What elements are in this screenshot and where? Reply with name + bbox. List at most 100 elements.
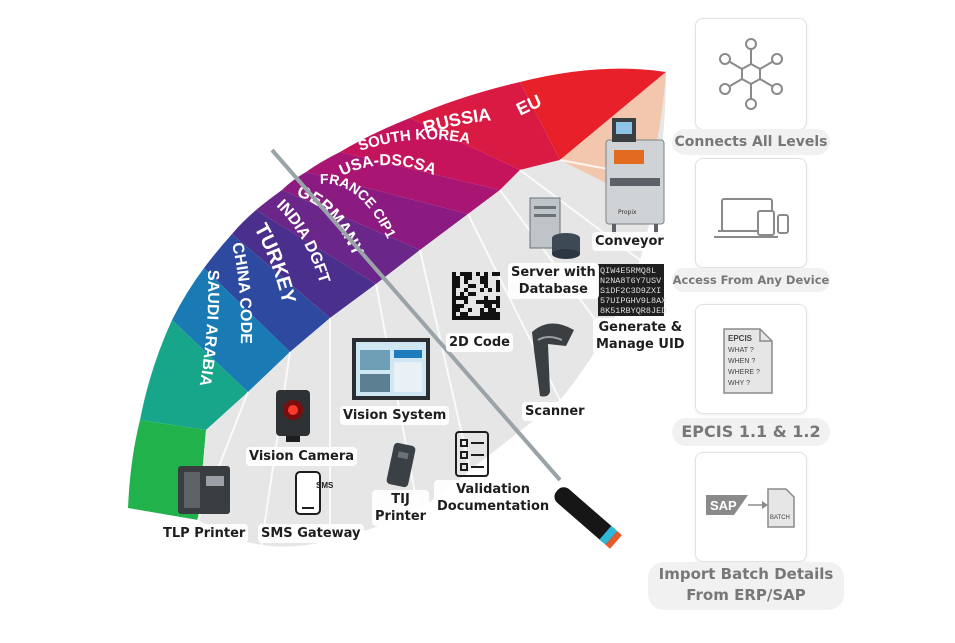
canopy-usa: [306, 152, 500, 214]
datamatrix-cell: [480, 300, 484, 304]
label-conveyor: Conveyor: [592, 232, 667, 251]
canopy-russia: [410, 82, 560, 170]
datamatrix-cell: [464, 300, 468, 304]
sap-logo-text: SAP: [710, 498, 737, 513]
datamatrix-cell: [492, 272, 496, 276]
uid-line: 57UIPGHV9L8AX: [600, 296, 666, 306]
vision-system-icon: [352, 338, 430, 400]
datamatrix-cell: [452, 276, 456, 280]
datamatrix-cell: [452, 296, 456, 300]
canopy-turkey: [204, 234, 330, 352]
datamatrix-cell: [496, 316, 500, 320]
label-vision-system: Vision System: [340, 406, 450, 425]
datamatrix-cell: [456, 296, 460, 300]
datamatrix-cell: [480, 308, 484, 312]
datamatrix-cell: [488, 288, 492, 292]
tij-printer-icon: [386, 442, 416, 488]
datamatrix-cell: [472, 316, 476, 320]
label-generate-line1: Generate &: [598, 320, 683, 335]
feature-tile-access: [695, 158, 807, 268]
feature-label-import: Import Batch Details From ERP/SAP: [648, 562, 844, 610]
datamatrix-cell: [480, 312, 484, 316]
umbrella-handle: [554, 487, 622, 549]
datamatrix-cell: [464, 312, 468, 316]
scanner-icon: [532, 323, 574, 397]
datamatrix-cell: [464, 316, 468, 320]
datamatrix-cell: [452, 284, 456, 288]
datamatrix-cell: [456, 284, 460, 288]
label-scanner: Scanner: [522, 402, 588, 421]
datamatrix-cell: [484, 316, 488, 320]
datamatrix-cell: [452, 300, 456, 304]
feature-label-import-line2: From ERP/SAP: [686, 586, 806, 604]
canopy-germany: [256, 190, 420, 284]
umbrella-shaft: [270, 148, 562, 482]
label-validation: Validation Documentation: [434, 480, 553, 516]
epcis-doc-line: WHY ?: [728, 380, 750, 387]
datamatrix-cell: [460, 296, 464, 300]
datamatrix-cell: [480, 288, 484, 292]
label-tij-printer: TIJ Printer: [372, 490, 430, 526]
feature-tile-connects: [695, 18, 807, 130]
datamatrix-cell: [468, 276, 472, 280]
datamatrix-cell: [452, 304, 456, 308]
datamatrix-cell: [496, 280, 500, 284]
datamatrix-cell: [484, 280, 488, 284]
datamatrix-cell: [488, 308, 492, 312]
server-icon: [529, 197, 580, 259]
datamatrix-cell: [456, 316, 460, 320]
datamatrix-cell: [468, 316, 472, 320]
datamatrix-cell: [480, 280, 484, 284]
datamatrix-cell: [468, 284, 472, 288]
datamatrix-cell: [460, 312, 464, 316]
datamatrix-cell: [476, 316, 480, 320]
label-server: Server with Database: [508, 263, 599, 299]
label-tij-line1: TIJ: [391, 492, 410, 507]
datamatrix-cell: [464, 288, 468, 292]
label-tlp-printer: TLP Printer: [160, 524, 249, 543]
datamatrix-cell: [460, 304, 464, 308]
vision-camera-icon: [276, 390, 310, 442]
datamatrix-cell: [496, 284, 500, 288]
tlp-printer-icon: [178, 466, 230, 514]
datamatrix-cell: [464, 280, 468, 284]
sms-text: SMS: [316, 481, 334, 490]
label-validation-line1: Validation: [456, 482, 531, 497]
datamatrix-cell: [452, 272, 456, 276]
datamatrix-cell: [460, 272, 464, 276]
datamatrix-cell: [452, 308, 456, 312]
datamatrix-cell: [484, 312, 488, 316]
datamatrix-cell: [496, 312, 500, 316]
feature-label-epcis: EPCIS 1.1 & 1.2: [672, 418, 830, 446]
multi-device-icon: [714, 198, 789, 238]
datamatrix-cell: [456, 276, 460, 280]
epcis-doc-line: WHERE ?: [728, 369, 760, 376]
datamatrix-cell: [496, 272, 500, 276]
datamatrix-cell: [496, 288, 500, 292]
uid-line: QIW4E5RMQ8L: [600, 266, 656, 276]
datamatrix-cell: [480, 316, 484, 320]
datamatrix-cell: [492, 308, 496, 312]
datamatrix-cell: [460, 292, 464, 296]
feature-label-import-line1: Import Batch Details: [658, 565, 834, 583]
batch-doc-text: BATCH: [770, 515, 790, 521]
network-hub-icon: [719, 38, 783, 110]
datamatrix-cell: [472, 284, 476, 288]
feature-label-access: Access From Any Device: [672, 268, 830, 292]
datamatrix-cell: [484, 272, 488, 276]
label-vision-camera: Vision Camera: [246, 447, 358, 466]
datamatrix-cell: [464, 272, 468, 276]
label-generate-line2: Manage UID: [596, 337, 685, 352]
datamatrix-cell: [496, 296, 500, 300]
datamatrix-cell: [492, 300, 496, 304]
label-tij-line2: Printer: [375, 509, 427, 524]
canopy-india: [232, 210, 376, 318]
conveyor-brand: Propix: [618, 209, 637, 216]
datamatrix-cell: [476, 300, 480, 304]
uid-line: 8K51RBYQR8JED: [600, 306, 666, 316]
datamatrix-cell: [476, 272, 480, 276]
datamatrix-icon: [452, 272, 500, 320]
datamatrix-cell: [468, 308, 472, 312]
datamatrix-cell: [492, 316, 496, 320]
datamatrix-cell: [452, 312, 456, 316]
